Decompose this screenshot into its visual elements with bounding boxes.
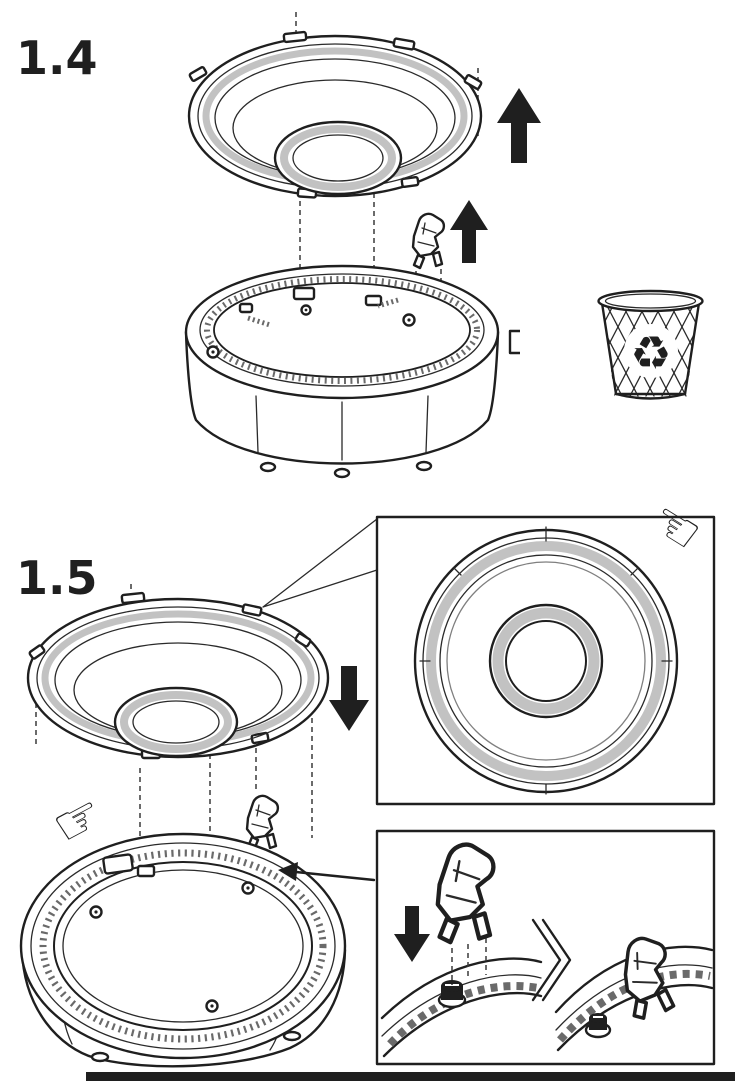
foot — [282, 1030, 302, 1042]
lid-seal-band-top-view — [426, 541, 666, 781]
alignment-dashed-lines-step14 — [295, 12, 479, 344]
base-ring-step14 — [184, 264, 500, 479]
up-arrow-small — [450, 200, 488, 263]
screw-post — [437, 980, 467, 1009]
screw — [205, 999, 219, 1013]
rail-slots — [387, 982, 539, 1047]
screw-post — [584, 1013, 612, 1039]
trash-bin-icon: ♻ — [520, 286, 735, 407]
lid-step14 — [187, 30, 483, 199]
down-arrow — [329, 666, 369, 731]
recycle-icon: ♻ — [630, 326, 671, 380]
callout-arrow-to-ring — [278, 862, 376, 882]
lid-step15 — [26, 591, 330, 760]
screw — [300, 304, 312, 316]
foot — [259, 461, 277, 473]
vent-slots — [39, 849, 327, 1043]
page-footer-bar — [86, 1072, 735, 1081]
recycle-badge — [624, 324, 678, 378]
bin-rim — [597, 289, 704, 313]
foot — [333, 467, 351, 479]
screw — [206, 345, 220, 359]
inset-seal-top-view: ☜ — [375, 487, 716, 806]
screw — [89, 905, 103, 919]
step-number-1-4: 1.4 — [16, 31, 98, 85]
retainer-clip-step15 — [245, 794, 280, 852]
up-arrow-large — [497, 88, 541, 163]
inset-clip-before — [380, 845, 543, 1058]
inset-clip-install — [375, 829, 716, 1066]
next-step-chevron — [531, 918, 572, 1002]
screw — [241, 881, 255, 895]
foot — [415, 460, 433, 472]
hinge-bracket — [292, 286, 316, 301]
down-arrow-small — [394, 906, 430, 962]
center-seal-ring — [120, 691, 232, 753]
foot — [90, 1051, 110, 1063]
retainer-clip-step14 — [411, 212, 446, 270]
center-seal-ring-top-view — [492, 607, 600, 715]
base-ring-step15 — [19, 832, 347, 1068]
step-number-1-5: 1.5 — [16, 551, 98, 605]
center-seal-ring — [280, 125, 396, 191]
vent-slots — [204, 276, 480, 384]
callout-lines-seal-inset — [262, 518, 378, 608]
inset-clip-after — [554, 932, 714, 1052]
screw — [402, 313, 416, 327]
hinge-bracket — [102, 853, 134, 875]
